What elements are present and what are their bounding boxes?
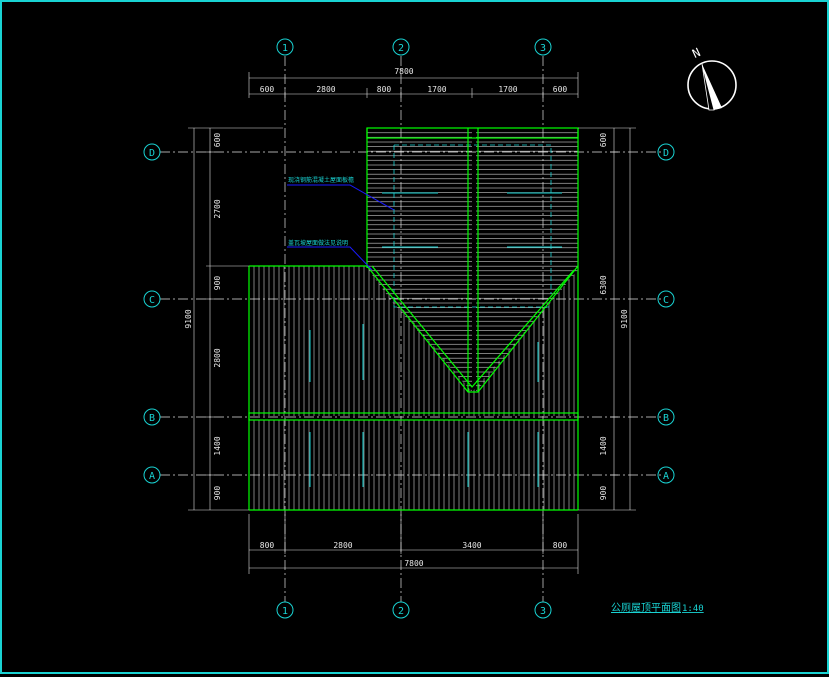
svg-text:C: C xyxy=(149,295,155,306)
svg-text:D: D xyxy=(663,148,669,159)
dim-left-seg-5: 1400 xyxy=(213,436,222,455)
axis-bubble-col-3-top: 3 xyxy=(534,38,552,56)
dim-left-seg-6: 900 xyxy=(213,486,222,501)
axis-bubble-col-1-bottom: 1 xyxy=(276,601,294,619)
axis-bubble-col-2-top: 2 xyxy=(392,38,410,56)
axis-bubble-row-d-left: D xyxy=(143,143,161,161)
dim-bottom-seg-2: 2800 xyxy=(333,541,352,550)
axis-bubble-row-c-left: C xyxy=(143,290,161,308)
axis-bubble-col-1-top: 1 xyxy=(276,38,294,56)
roof-hatch-upper-left xyxy=(367,128,472,392)
axis-bubble-row-b-left: B xyxy=(143,408,161,426)
svg-text:A: A xyxy=(663,471,669,482)
dim-bottom-seg-3: 3400 xyxy=(462,541,481,550)
note-tile-roof: 盖瓦坡屋面做法见说明 xyxy=(288,239,348,247)
north-arrow-icon: N xyxy=(687,45,737,111)
dim-right-seg-2: 6300 xyxy=(599,275,608,294)
svg-text:3: 3 xyxy=(540,606,546,617)
dim-right-seg-3: 1400 xyxy=(599,436,608,455)
dim-right-total: 9100 xyxy=(620,309,629,328)
dim-top-seg-2: 2800 xyxy=(316,85,335,94)
dim-left-seg-4: 2800 xyxy=(213,348,222,367)
svg-text:1: 1 xyxy=(282,606,288,617)
axis-bubble-row-c-right: C xyxy=(657,290,675,308)
roof-hatch-upper-right xyxy=(476,128,578,392)
roof-hatch-bottom-band xyxy=(249,420,578,510)
dim-top-seg-1: 600 xyxy=(260,85,275,94)
svg-text:B: B xyxy=(149,413,155,424)
dim-top-seg-4: 1700 xyxy=(427,85,446,94)
axis-bubble-row-d-right: D xyxy=(657,143,675,161)
dim-top-seg-3: 800 xyxy=(377,85,392,94)
svg-text:A: A xyxy=(149,471,155,482)
north-label: N xyxy=(690,45,702,61)
dim-bottom-seg-4: 800 xyxy=(553,541,568,550)
dim-left-total: 9100 xyxy=(184,309,193,328)
dim-left-seg-3: 900 xyxy=(213,276,222,291)
drawing-scale: 1:40 xyxy=(682,604,704,614)
dim-bottom-seg-1: 800 xyxy=(260,541,275,550)
dim-right-seg-1: 600 xyxy=(599,133,608,148)
note-eave: 现浇钢筋混凝土屋面板檐 xyxy=(288,176,354,184)
dim-top-total: 7800 xyxy=(394,67,413,76)
axis-bubble-col-2-bottom: 2 xyxy=(392,601,410,619)
drawing-title: 公厕屋顶平面图 xyxy=(611,602,681,614)
roof-hatch-lower-left-wing xyxy=(249,266,578,416)
svg-text:2: 2 xyxy=(398,43,404,54)
axis-bubble-row-a-left: A xyxy=(143,466,161,484)
dim-right-seg-4: 900 xyxy=(599,486,608,501)
drain-marks xyxy=(309,192,562,487)
hidden-wall-lines xyxy=(393,144,552,308)
dim-left-seg-2: 2700 xyxy=(213,199,222,218)
dim-left-seg-1: 600 xyxy=(213,133,222,148)
axis-bubble-row-b-right: B xyxy=(657,408,675,426)
note-leaders xyxy=(287,184,395,271)
dim-top-seg-6: 600 xyxy=(553,85,568,94)
svg-text:C: C xyxy=(663,295,669,306)
roof-outline xyxy=(248,127,579,511)
svg-text:B: B xyxy=(663,413,669,424)
dim-top-seg-5: 1700 xyxy=(498,85,517,94)
axis-grid-lines xyxy=(160,56,664,602)
svg-text:2: 2 xyxy=(398,606,404,617)
axis-bubble-col-3-bottom: 3 xyxy=(534,601,552,619)
dim-bottom-total: 7800 xyxy=(404,559,423,568)
svg-text:D: D xyxy=(149,148,155,159)
dimension-lines xyxy=(188,72,636,574)
svg-text:1: 1 xyxy=(282,43,288,54)
axis-bubble-row-a-right: A xyxy=(657,466,675,484)
svg-text:3: 3 xyxy=(540,43,546,54)
